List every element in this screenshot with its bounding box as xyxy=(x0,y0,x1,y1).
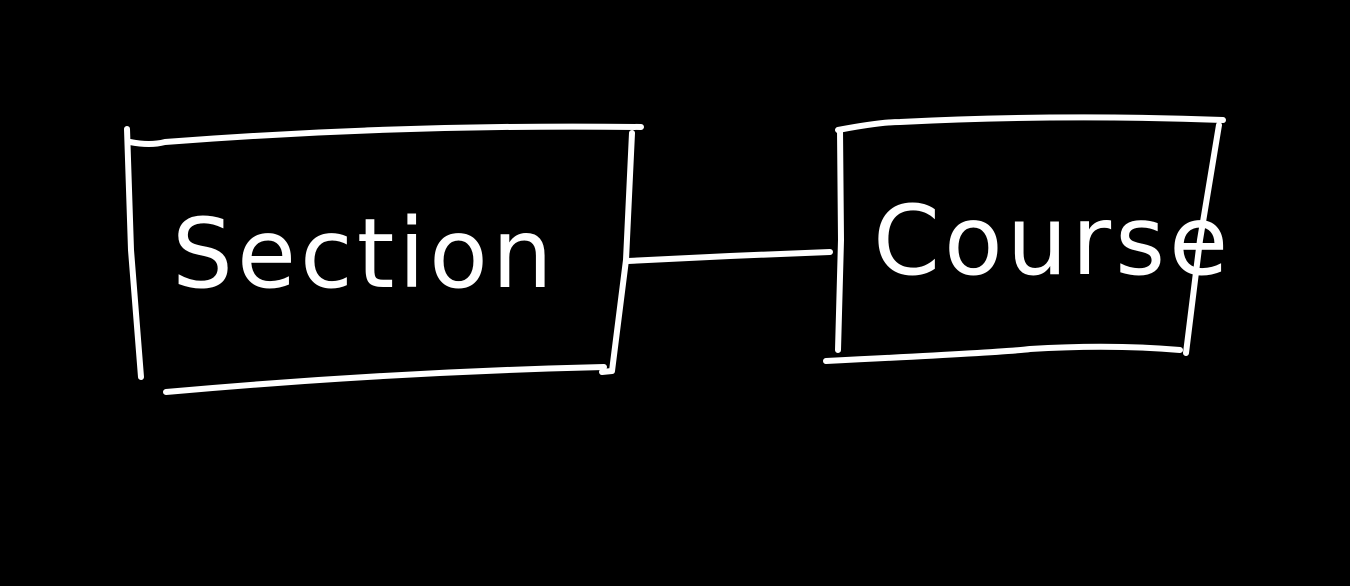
entity-course-box xyxy=(835,127,844,353)
entity-section-top-edge xyxy=(127,123,644,147)
entity-course-right-edge xyxy=(1183,122,1222,356)
entity-section-label: Section xyxy=(172,198,557,310)
entity-section-bottom-edge xyxy=(163,364,607,395)
entity-section-box xyxy=(124,126,144,380)
entity-course-label: Course xyxy=(873,185,1232,297)
entity-course-bottom-edge xyxy=(823,343,1183,364)
entity-section: Section xyxy=(124,123,644,395)
entity-course-top-edge xyxy=(835,114,1226,133)
entity-course: Course xyxy=(823,114,1232,364)
entity-section-right-edge xyxy=(599,130,635,375)
relationship-line-section-course xyxy=(625,249,833,264)
